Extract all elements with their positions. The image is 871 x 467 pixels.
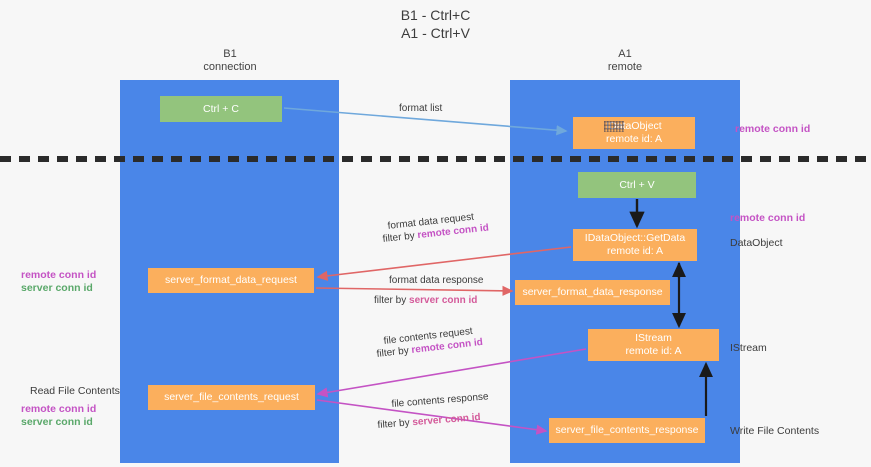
- label-remote-conn-id-top: remote conn id: [735, 123, 811, 135]
- box-server-format-data-response[interactable]: server_format_data_response: [515, 280, 670, 305]
- box-ctrl-v[interactable]: Ctrl + V: [578, 172, 696, 198]
- label-remote-conn-id-left-bottom: remote conn id: [21, 403, 97, 415]
- box-idataobject-line2: remote id: A: [605, 133, 663, 145]
- box-istream-line1: IStream: [635, 332, 672, 344]
- box-idataobject[interactable]: IDataObject remote id: A: [573, 117, 695, 149]
- label-istream: IStream: [730, 342, 767, 354]
- arrow-format-data-request: [316, 246, 572, 281]
- arrow-format-data-response: [315, 285, 514, 296]
- box-idataobject-line1: IDataObject: [604, 120, 662, 132]
- phase-divider-dashed-line: [0, 156, 871, 162]
- box-server-file-contents-request-label: server_file_contents_request: [164, 391, 299, 403]
- box-getdata-line1: IDataObject::GetData: [584, 232, 686, 244]
- box-idataobject-getdata[interactable]: IDataObject::GetData remote id: A: [573, 229, 697, 261]
- box-server-format-data-response-label: server_format_data_response: [522, 286, 663, 298]
- arrow-file-contents-request: [316, 348, 587, 398]
- box-ctrl-v-label: Ctrl + V: [619, 178, 655, 191]
- box-istream[interactable]: IStream remote id: A: [588, 329, 719, 361]
- column-header-b1: B1 connection: [203, 48, 257, 73]
- box-getdata-line2: remote id: A: [606, 245, 664, 257]
- box-ctrl-c[interactable]: Ctrl + C: [160, 96, 282, 122]
- label-server-conn-id-left-bottom: server conn id: [21, 416, 93, 428]
- page-title: B1 - Ctrl+C A1 - Ctrl+V: [400, 7, 471, 41]
- label-data-object: DataObject: [730, 237, 783, 249]
- box-server-format-data-request-label: server_format_data_request: [165, 274, 297, 286]
- box-server-file-contents-request[interactable]: server_file_contents_request: [148, 385, 315, 410]
- filter-by-text-2: filter by: [374, 295, 410, 306]
- arrow-format-list: [283, 107, 568, 136]
- label-server-conn-id-left-mid: server conn id: [21, 282, 93, 294]
- label-write-file-contents: Write File Contents: [730, 425, 820, 437]
- arrow-file-contents-response: [316, 399, 548, 435]
- box-server-format-data-request[interactable]: server_format_data_request: [148, 268, 314, 293]
- box-server-file-contents-response[interactable]: server_file_contents_response: [549, 418, 705, 443]
- filter-by-text-4: filter by: [377, 417, 413, 431]
- box-server-file-contents-response-label: server_file_contents_response: [555, 424, 699, 436]
- filter-by-text-1: filter by: [382, 230, 419, 245]
- label-remote-conn-id-mid: remote conn id: [730, 212, 806, 224]
- filter-server-conn-id-1: server conn id: [409, 295, 478, 306]
- box-istream-line2: remote id: A: [625, 345, 682, 357]
- label-read-file-contents: Read File Contents: [30, 385, 120, 397]
- annotation-format-list: format list: [399, 103, 443, 114]
- annotation-filter-by-server-conn-id-1: filter by server conn id: [374, 294, 477, 307]
- label-remote-conn-id-left-mid: remote conn id: [21, 269, 97, 281]
- annotation-format-data-response: format data response: [389, 275, 484, 286]
- box-ctrl-c-label: Ctrl + C: [203, 102, 239, 115]
- column-header-a1: A1 remote: [607, 48, 643, 73]
